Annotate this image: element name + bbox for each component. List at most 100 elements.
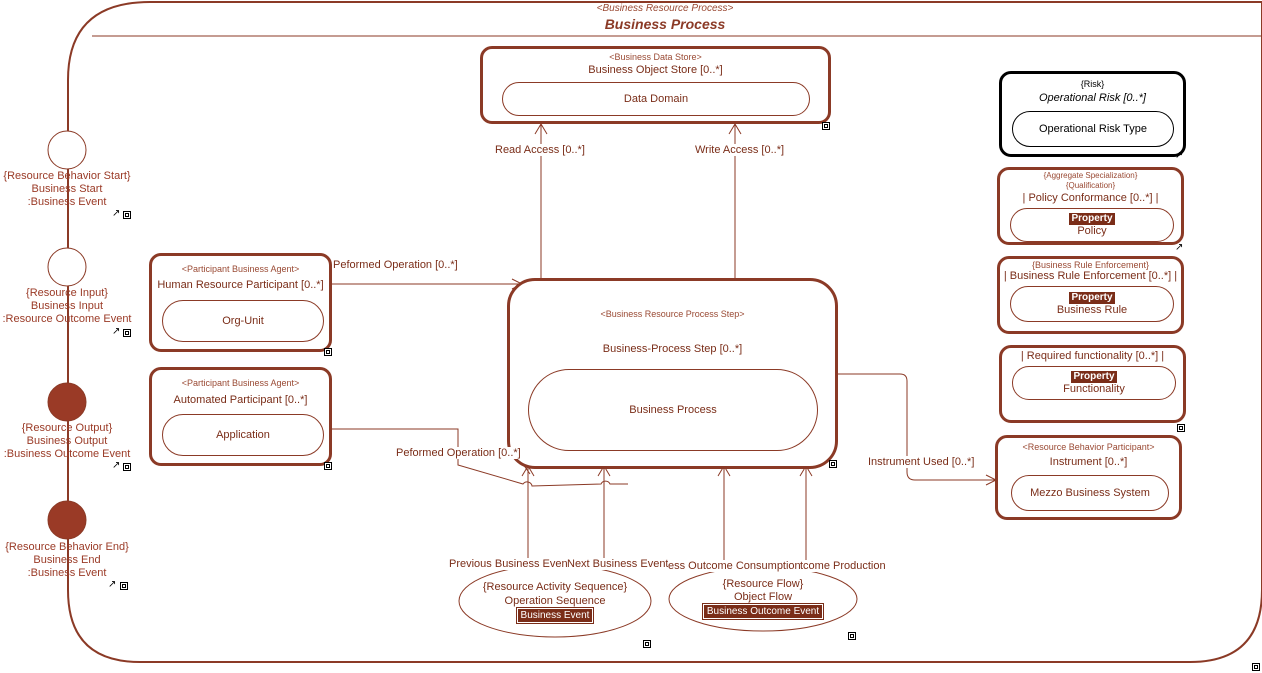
- port-input-type: :Resource Outcome Event: [2, 313, 132, 325]
- business-rule-part[interactable]: Property Business Rule: [1010, 286, 1174, 322]
- functionality-expand-icon[interactable]: [1177, 424, 1185, 432]
- port-start-stereotype: {Resource Behavior Start}: [3, 170, 131, 182]
- policy-property-badge: Property: [1069, 213, 1115, 225]
- operational-risk-type-label: Operational Risk Type: [1038, 123, 1148, 135]
- policy-stereotype-2: {Qualification}: [1065, 181, 1116, 190]
- port-end-circle: [47, 500, 87, 540]
- process-step-node[interactable]: <Business Resource Process Step> Busines…: [507, 278, 838, 469]
- functionality-label: Functionality: [1063, 383, 1125, 395]
- business-rule-label: Business Rule: [1056, 304, 1128, 316]
- data-store-expand-icon[interactable]: [822, 122, 830, 130]
- port-start[interactable]: {Resource Behavior Start} Business Start…: [0, 170, 134, 209]
- sequence-node[interactable]: {Resource Activity Sequence} Operation S…: [459, 580, 651, 624]
- risk-link-icon[interactable]: ↗: [1175, 150, 1184, 161]
- port-output-stereotype: {Resource Output}: [21, 422, 113, 434]
- automated-participant-expand-icon[interactable]: [324, 462, 332, 470]
- data-store-stereotype: <Business Data Store>: [609, 52, 702, 62]
- policy-part[interactable]: Property Policy: [1010, 208, 1174, 242]
- instrument-node[interactable]: <Resource Behavior Participant> Instrume…: [995, 435, 1182, 520]
- automated-participant-node[interactable]: <Participant Business Agent> Automated P…: [149, 367, 332, 466]
- functionality-node[interactable]: | Required functionality [0..*] | Proper…: [999, 345, 1186, 423]
- instrument-stereotype: <Resource Behavior Participant>: [1022, 442, 1155, 452]
- process-frame-outline: [67, 1, 1262, 663]
- operational-risk-type-part[interactable]: Operational Risk Type: [1012, 111, 1174, 147]
- human-participant-node[interactable]: <Participant Business Agent> Human Resou…: [149, 253, 332, 352]
- performed-op-1-label[interactable]: Peformed Operation [0..*]: [333, 259, 458, 271]
- port-end-link-icon[interactable]: ↗: [108, 579, 117, 590]
- frame-title: Business Process: [604, 16, 726, 32]
- functionality-part[interactable]: Property Functionality: [1012, 366, 1176, 400]
- business-rule-title: | Business Rule Enforcement [0..*] |: [1003, 270, 1178, 282]
- port-output-name: Business Output: [26, 435, 108, 447]
- sequence-expand-icon[interactable]: [643, 640, 651, 648]
- port-end[interactable]: {Resource Behavior End} Business End :Bu…: [0, 541, 134, 580]
- port-start-type: :Business Event: [27, 196, 107, 208]
- port-input-link-icon[interactable]: ↗: [112, 326, 121, 337]
- port-output[interactable]: {Resource Output} Business Output :Busin…: [0, 422, 134, 461]
- port-output-expand-icon[interactable]: [123, 463, 131, 471]
- policy-node[interactable]: {Aggregate Specialization} {Qualificatio…: [997, 167, 1184, 245]
- port-input-expand-icon[interactable]: [123, 329, 131, 337]
- port-end-expand-icon[interactable]: [120, 582, 128, 590]
- process-step-stereotype: <Business Resource Process Step>: [600, 309, 745, 319]
- read-access-arrowhead: [534, 123, 548, 135]
- mezzo-system-label: Mezzo Business System: [1030, 487, 1150, 499]
- org-unit-part[interactable]: Org-Unit: [162, 300, 324, 342]
- data-store-node[interactable]: <Business Data Store> Business Object St…: [480, 46, 831, 124]
- instrument-used-line: [835, 373, 996, 481]
- flow-stereotype: {Resource Flow}: [722, 578, 804, 590]
- human-participant-title: Human Resource Participant [0..*]: [157, 279, 324, 291]
- risk-title: Operational Risk [0..*]: [1039, 92, 1146, 104]
- business-rule-stereotype: {Business Rule Enforcement}: [1031, 260, 1150, 270]
- process-step-title: Business-Process Step [0..*]: [602, 343, 743, 355]
- flow-event-badge: Business Outcome Event: [701, 603, 825, 620]
- port-input-stereotype: {Resource Input}: [26, 287, 108, 299]
- data-domain-label: Data Domain: [623, 93, 689, 105]
- port-input[interactable]: {Resource Input} Business Input :Resourc…: [0, 287, 134, 326]
- risk-node[interactable]: {Risk} Operational Risk [0..*] Operation…: [999, 71, 1186, 157]
- policy-link-icon[interactable]: ↗: [1175, 242, 1184, 253]
- instrument-used-label[interactable]: Instrument Used [0..*]: [868, 456, 975, 468]
- automated-participant-stereotype: <Participant Business Agent>: [181, 378, 300, 388]
- port-end-stereotype: {Resource Behavior End}: [5, 541, 129, 553]
- application-label: Application: [216, 429, 270, 441]
- business-rule-node[interactable]: {Business Rule Enforcement} | Business R…: [997, 256, 1184, 334]
- frame-stereotype: <Business Resource Process>: [596, 3, 734, 14]
- performed-op-2-label[interactable]: Peformed Operation [0..*]: [396, 447, 521, 459]
- port-output-type: :Business Outcome Event: [3, 448, 131, 460]
- port-end-name: Business End: [33, 554, 101, 566]
- next-event-label[interactable]: Next Business Event: [567, 558, 669, 570]
- port-start-expand-icon[interactable]: [123, 211, 131, 219]
- org-unit-label: Org-Unit: [222, 315, 264, 327]
- business-process-label: Business Process: [629, 404, 717, 416]
- human-participant-expand-icon[interactable]: [324, 348, 332, 356]
- process-step-expand-icon[interactable]: [829, 460, 837, 468]
- read-access-label[interactable]: Read Access [0..*]: [495, 144, 585, 156]
- sequence-name: Operation Sequence: [504, 595, 606, 607]
- automated-participant-title: Automated Participant [0..*]: [173, 394, 308, 406]
- policy-title: | Policy Conformance [0..*] |: [1022, 192, 1159, 204]
- write-access-label[interactable]: Write Access [0..*]: [695, 144, 785, 156]
- outcome-consumption-label[interactable]: ess Outcome Consumption: [668, 560, 801, 572]
- port-start-name: Business Start: [31, 183, 103, 195]
- application-part[interactable]: Application: [162, 414, 324, 456]
- outcome-production-label[interactable]: tcome Production: [800, 560, 886, 572]
- flow-name: Object Flow: [733, 591, 793, 603]
- port-start-circle: [47, 130, 87, 170]
- functionality-property-badge: Property: [1071, 371, 1117, 383]
- flow-node[interactable]: {Resource Flow} Object Flow Business Out…: [669, 578, 857, 620]
- port-output-link-icon[interactable]: ↗: [112, 460, 121, 471]
- flow-expand-icon[interactable]: [848, 632, 856, 640]
- port-input-circle: [47, 247, 87, 287]
- port-start-link-icon[interactable]: ↗: [112, 208, 121, 219]
- previous-event-label[interactable]: Previous Business Event: [449, 558, 571, 570]
- instrument-title: Instrument [0..*]: [1049, 456, 1128, 468]
- data-domain-part[interactable]: Data Domain: [502, 82, 810, 116]
- performed-op-2-line: [331, 428, 628, 487]
- sequence-event-badge: Business Event: [515, 607, 595, 624]
- policy-stereotype: {Aggregate Specialization}: [1043, 171, 1138, 180]
- mezzo-system-part[interactable]: Mezzo Business System: [1011, 475, 1169, 511]
- human-participant-stereotype: <Participant Business Agent>: [181, 264, 300, 274]
- frame-expand-icon[interactable]: [1252, 663, 1260, 671]
- business-process-part[interactable]: Business Process: [528, 369, 818, 451]
